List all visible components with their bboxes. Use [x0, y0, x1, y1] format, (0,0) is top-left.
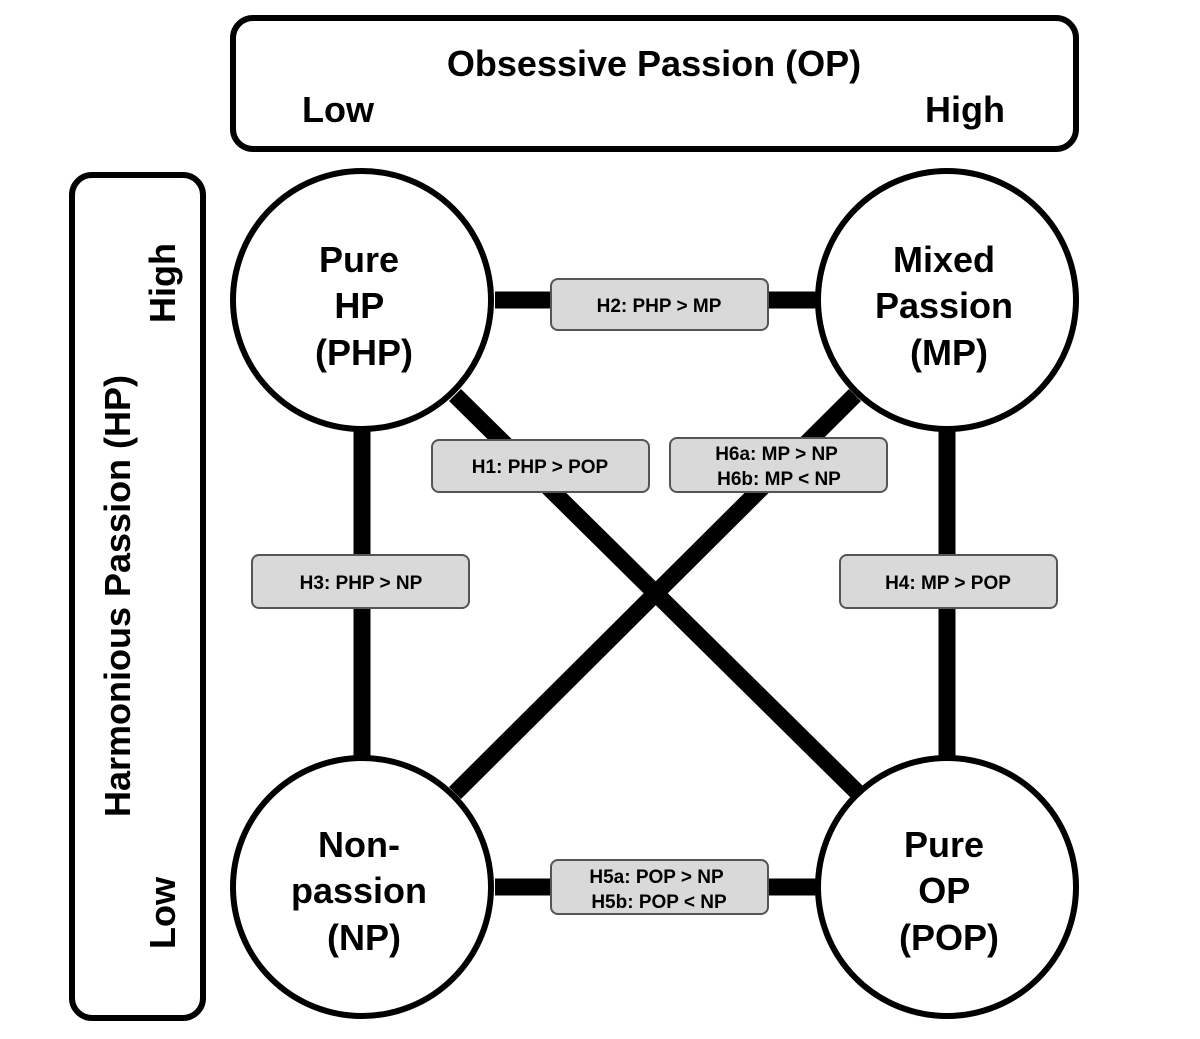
- svg-text:Non- passion (NP): Non- passion (NP): [291, 824, 437, 958]
- hp-axis-low: Low: [142, 876, 183, 949]
- hypothesis-h6: H6a: MP > NP H6b: MP < NP: [669, 437, 888, 493]
- node-pop-line2: OP: [918, 870, 969, 911]
- svg-text:Pure HP (PHP): Pure HP (PHP): [315, 239, 413, 373]
- op-axis-high: High: [925, 89, 1005, 130]
- node-php-line1: Pure: [319, 239, 399, 280]
- hypothesis-h6b-text: H6b: MP < NP: [717, 469, 841, 490]
- hypothesis-h5b-text: H5b: POP < NP: [591, 892, 727, 913]
- hypothesis-h5: H5a: POP > NP H5b: POP < NP: [550, 859, 769, 915]
- op-axis-title: Obsessive Passion (OP): [447, 43, 861, 84]
- hypothesis-h5a-text: H5a: POP > NP: [589, 867, 724, 888]
- hypothesis-h3: H3: PHP > NP: [251, 554, 470, 609]
- op-axis-box: Obsessive Passion (OP) Low High: [230, 15, 1079, 152]
- node-pop-line3: (POP): [899, 917, 999, 958]
- svg-text:H5a: POP > NP H5b: POP <: H5a: POP > NP H5b: POP < NP: [589, 867, 728, 913]
- node-php-line3: (PHP): [315, 332, 413, 373]
- hypothesis-h1-text: H1: PHP > POP: [472, 457, 609, 478]
- hp-axis-box: Harmonious Passion (HP) High Low: [69, 172, 206, 1021]
- node-mp-line2: Passion: [875, 285, 1013, 326]
- node-php-line2: HP: [334, 285, 383, 326]
- hypothesis-h2-text: H2: PHP > MP: [597, 296, 722, 317]
- hypothesis-h1: H1: PHP > POP: [431, 439, 650, 493]
- op-axis-low: Low: [302, 89, 375, 130]
- node-mp: Mixed Passion (MP): [815, 168, 1079, 432]
- svg-text:Pure OP (POP): Pure OP (POP): [899, 824, 999, 958]
- hypothesis-h2: H2: PHP > MP: [550, 278, 769, 331]
- node-mp-line1: Mixed: [893, 239, 995, 280]
- node-np-line2: passion: [291, 870, 427, 911]
- node-np-line1: Non-: [318, 824, 400, 865]
- node-np-line3: (NP): [327, 917, 401, 958]
- hp-axis-high: High: [142, 243, 183, 323]
- node-np: Non- passion (NP): [230, 755, 494, 1019]
- svg-text:H6a: MP > NP H6b: MP < N: H6a: MP > NP H6b: MP < NP: [715, 444, 843, 490]
- svg-text:Mixed Passion (MP): Mixed Passion (MP): [875, 239, 1023, 373]
- node-pop: Pure OP (POP): [815, 755, 1079, 1019]
- node-php: Pure HP (PHP): [230, 168, 494, 432]
- hp-axis-title: Harmonious Passion (HP): [97, 375, 138, 817]
- hypothesis-h6a-text: H6a: MP > NP: [715, 444, 838, 465]
- hypothesis-h4: H4: MP > POP: [839, 554, 1058, 609]
- node-mp-line3: (MP): [910, 332, 988, 373]
- node-pop-line1: Pure: [904, 824, 984, 865]
- hypothesis-h4-text: H4: MP > POP: [885, 573, 1011, 594]
- hypothesis-h3-text: H3: PHP > NP: [300, 573, 423, 594]
